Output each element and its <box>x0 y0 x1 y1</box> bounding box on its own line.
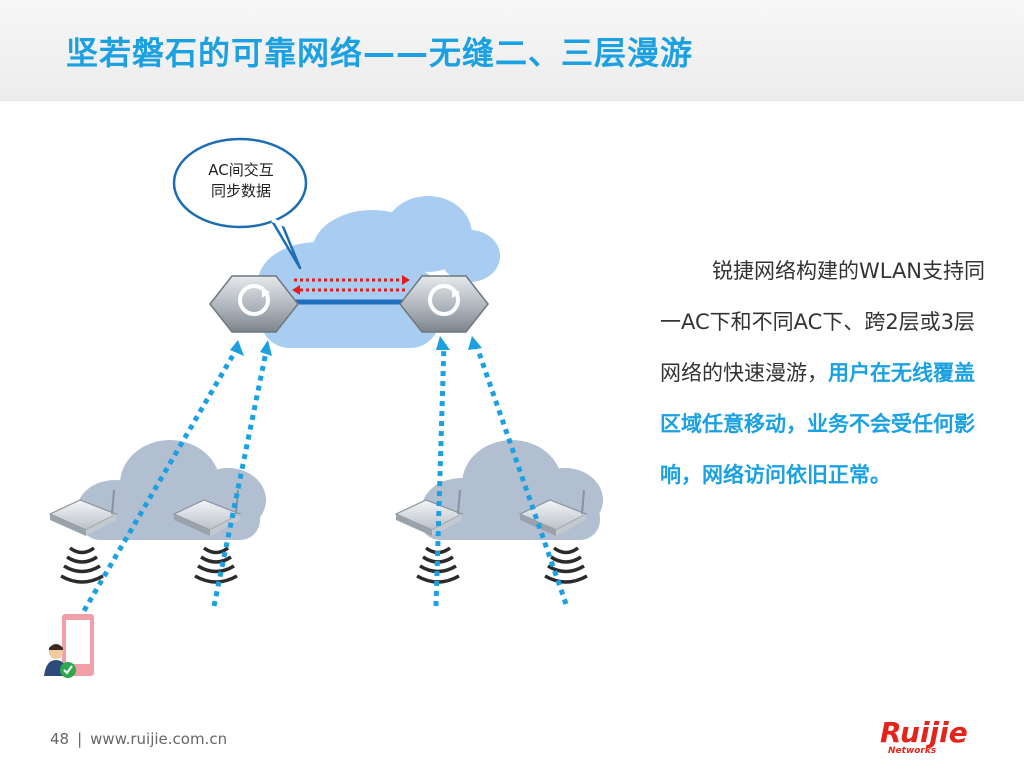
wifi-signal-icon <box>59 546 105 584</box>
checkmark-icon <box>60 662 76 678</box>
roaming-arrowheads <box>230 336 482 356</box>
footer-separator: | <box>77 730 83 748</box>
svg-text:Networks: Networks <box>888 746 937 756</box>
bubble-label: AC间交互 同步数据 <box>186 160 296 202</box>
roaming-paths <box>71 343 569 630</box>
footer: 48 | www.ruijie.com.cn <box>50 730 227 748</box>
bubble-line-2: 同步数据 <box>210 182 271 200</box>
header-bar: 坚若磐石的可靠网络——无缝二、三层漫游 <box>0 0 1024 101</box>
description-text: 锐捷网络构建的WLAN支持同一AC下和不同AC下、跨2层或3层网络的快速漫游，用… <box>660 246 995 501</box>
bubble-line-1: AC间交互 <box>208 161 274 179</box>
sync-data-bubble <box>172 137 308 270</box>
mobile-phone-icon <box>62 614 94 676</box>
footer-url[interactable]: www.ruijie.com.cn <box>90 730 228 748</box>
access-point-icon <box>172 489 242 536</box>
page-number: 48 <box>50 730 70 748</box>
svg-text:Ruijie: Ruijie <box>880 716 968 749</box>
access-point-icon <box>394 489 464 536</box>
description-highlight: 用户在无线覆盖区域任意移动，业务不会受任何影响，网络访问依旧正常。 <box>660 361 975 487</box>
ruijie-logo: Ruijie Networks <box>880 716 968 756</box>
description-normal: 锐捷网络构建的WLAN支持同一AC下和不同AC下、跨2层或3层网络的快速漫游， <box>660 259 986 385</box>
access-point-icon <box>48 489 118 536</box>
ac-controller-icon <box>209 275 299 333</box>
wifi-signal-icon <box>193 546 239 584</box>
sync-arrows <box>292 275 410 295</box>
ac-controller-icon <box>399 275 489 333</box>
page-title: 坚若磐石的可靠网络——无缝二、三层漫游 <box>66 34 694 72</box>
roaming-diagram <box>44 137 603 678</box>
